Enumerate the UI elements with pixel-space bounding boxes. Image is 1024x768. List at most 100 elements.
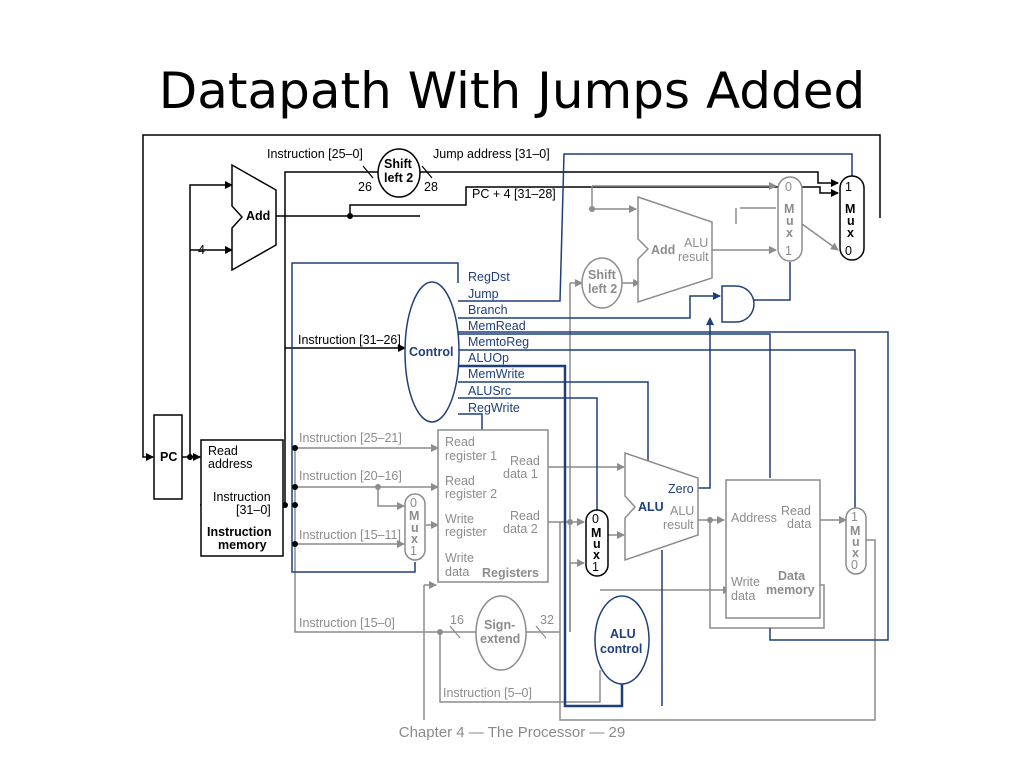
svg-text:control: control — [600, 642, 642, 656]
svg-text:memory: memory — [218, 538, 267, 552]
svg-text:x: x — [847, 226, 854, 240]
svg-text:PC: PC — [160, 450, 177, 464]
svg-text:ALU: ALU — [610, 627, 636, 641]
register-file: Read register 1 Read register 2 Write re… — [437, 429, 549, 583]
svg-text:1: 1 — [851, 510, 858, 524]
svg-text:register: register — [445, 525, 487, 539]
sign-extend-in-width: 16 — [450, 613, 464, 627]
alu: ALU Zero ALU result — [624, 451, 699, 562]
svg-text:Add: Add — [651, 243, 675, 257]
branch-mux: 0 M u x 1 — [777, 176, 803, 262]
svg-text:x: x — [786, 226, 793, 240]
svg-text:data: data — [787, 517, 811, 531]
signal-branch: Branch — [468, 303, 508, 317]
sign-extend: Sign- extend — [475, 595, 527, 671]
sign-extend-out-width: 32 — [540, 613, 554, 627]
const-four: 4 — [198, 243, 205, 257]
svg-text:Instruction: Instruction — [207, 525, 272, 539]
svg-text:x: x — [593, 548, 600, 562]
label-instr-15-11: Instruction [15–11] — [299, 528, 401, 542]
svg-text:ALU: ALU — [684, 236, 708, 250]
svg-text:M: M — [845, 202, 855, 216]
svg-text:ALU: ALU — [670, 504, 694, 518]
svg-text:ALU: ALU — [638, 500, 664, 514]
svg-text:M: M — [591, 526, 601, 540]
slide-footer: Chapter 4 — The Processor — 29 — [398, 724, 626, 741]
svg-text:M: M — [784, 202, 794, 216]
memtoreg-mux: 1 M u x 0 — [845, 507, 867, 575]
svg-text:Zero: Zero — [668, 482, 694, 496]
svg-text:1: 1 — [845, 180, 852, 194]
svg-text:0: 0 — [845, 244, 852, 258]
svg-text:left 2: left 2 — [588, 282, 617, 296]
label-jump-address: Jump address [31–0] — [433, 147, 550, 161]
svg-text:Read: Read — [510, 509, 540, 523]
label-instr-31-26: Instruction [31–26] — [298, 333, 401, 347]
svg-text:Instruction: Instruction — [213, 490, 271, 504]
pc-adder: Add — [231, 163, 277, 272]
and-gate — [721, 285, 755, 323]
control-unit: Control — [404, 281, 460, 423]
svg-text:Address: Address — [731, 511, 777, 525]
svg-text:Registers: Registers — [482, 566, 539, 580]
svg-text:Read: Read — [208, 444, 238, 458]
svg-text:M: M — [409, 509, 419, 523]
jump-shift-out-width: 28 — [424, 180, 438, 194]
svg-text:[31–0]: [31–0] — [236, 503, 271, 517]
signal-memread: MemRead — [468, 319, 526, 333]
svg-text:result: result — [663, 518, 694, 532]
label-instr-5-0: Instruction [5–0] — [443, 686, 532, 700]
alu-control: ALU control — [594, 595, 650, 685]
label-instr-20-16: Instruction [20–16] — [299, 469, 402, 483]
svg-text:data 1: data 1 — [503, 467, 538, 481]
svg-text:0: 0 — [851, 558, 858, 572]
signal-regdst: RegDst — [468, 270, 510, 284]
svg-text:x: x — [411, 532, 418, 546]
svg-text:extend: extend — [480, 632, 520, 646]
label-instr-15-0: Instruction [15–0] — [299, 616, 395, 630]
svg-text:u: u — [852, 535, 860, 549]
alusrc-mux: 0 M u x 1 — [585, 509, 609, 577]
svg-text:0: 0 — [785, 180, 792, 194]
svg-text:left 2: left 2 — [384, 171, 413, 185]
label-pc4-bits: PC + 4 [31–28] — [472, 187, 556, 201]
svg-text:Read: Read — [781, 504, 811, 518]
svg-text:data: data — [445, 565, 469, 579]
slide-title: Datapath With Jumps Added — [158, 62, 866, 120]
svg-text:Write: Write — [445, 512, 474, 526]
svg-text:0: 0 — [592, 512, 599, 526]
svg-text:u: u — [411, 521, 419, 535]
signal-memwrite: MemWrite — [468, 367, 525, 381]
svg-text:data: data — [731, 589, 755, 603]
svg-text:u: u — [593, 537, 601, 551]
svg-text:u: u — [786, 214, 794, 228]
svg-text:register 2: register 2 — [445, 487, 497, 501]
svg-text:result: result — [678, 250, 709, 264]
svg-text:Read: Read — [445, 474, 475, 488]
svg-text:Read: Read — [510, 454, 540, 468]
signal-regwrite: RegWrite — [468, 401, 520, 415]
label-instr-25-0: Instruction [25–0] — [267, 147, 363, 161]
svg-text:M: M — [850, 524, 860, 538]
data-memory: Address Read data Write data Data memory — [725, 479, 821, 619]
svg-text:register 1: register 1 — [445, 449, 497, 463]
svg-text:Write: Write — [445, 551, 474, 565]
svg-text:u: u — [847, 214, 855, 228]
svg-text:x: x — [852, 546, 859, 560]
signal-memtoreg: MemtoReg — [468, 335, 529, 349]
svg-text:1: 1 — [410, 544, 417, 558]
signal-aluop: ALUOp — [468, 351, 509, 365]
svg-text:data 2: data 2 — [503, 522, 538, 536]
branch-shift-left-2: Shift left 2 — [581, 257, 623, 309]
svg-text:Sign-: Sign- — [484, 618, 515, 632]
jump-shift-left-2: Shift left 2 — [377, 148, 421, 198]
svg-text:Read: Read — [445, 435, 475, 449]
svg-text:0: 0 — [410, 496, 417, 510]
regdst-mux: 0 M u x 1 — [404, 493, 426, 561]
signal-jump: Jump — [468, 287, 499, 301]
svg-text:Data: Data — [778, 569, 806, 583]
control-signal-labels: RegDst Jump Branch MemRead MemtoReg ALUO… — [468, 270, 529, 415]
junction-dots — [187, 206, 713, 635]
instruction-memory: Read address Instruction [31–0] Instruct… — [200, 439, 284, 557]
